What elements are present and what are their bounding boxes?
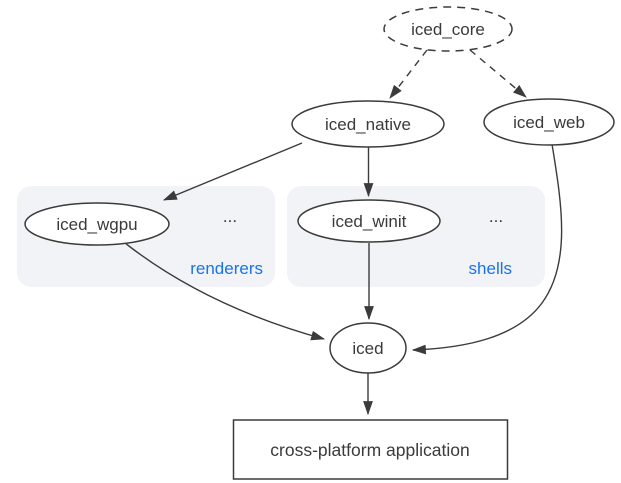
iced-core-ellipse [383,6,513,52]
shells-group-label: shells [469,259,512,278]
iced-web-label: iced_web [513,113,585,132]
node-iced-web: iced_web [483,98,615,146]
node-iced-wgpu: iced_wgpu [24,202,170,246]
edge-iced-wgpu-to-iced [124,242,326,341]
iced-label: iced [352,339,383,358]
node-cross-platform-application: cross-platform application [232,419,509,480]
iced-winit-label: iced_winit [332,212,407,231]
iced-wgpu-ellipse [24,202,170,246]
edge-iced-core-to-iced-web [469,49,527,98]
iced-winit-ellipse [297,199,441,243]
iced-web-ellipse [483,98,615,146]
shells-ellipsis: ... [489,207,503,226]
renderers-group-label: renderers [190,259,263,278]
iced-native-ellipse [291,100,445,148]
iced-ellipse [329,322,407,374]
node-iced-native: iced_native [291,100,445,148]
node-iced-core: iced_core [383,6,513,52]
edge-iced-native-to-iced-wgpu [162,142,303,201]
iced-wgpu-label: iced_wgpu [56,215,137,234]
iced-native-label: iced_native [325,115,411,134]
iced-core-label: iced_core [411,20,485,39]
application-label: cross-platform application [270,440,469,460]
edge-iced-web-to-iced [411,143,563,355]
node-iced: iced [329,322,407,374]
node-iced-winit: iced_winit [297,199,441,243]
renderers-ellipsis: ... [223,207,237,226]
application-rect [232,419,509,480]
edge-iced-core-to-iced-native [389,49,428,99]
